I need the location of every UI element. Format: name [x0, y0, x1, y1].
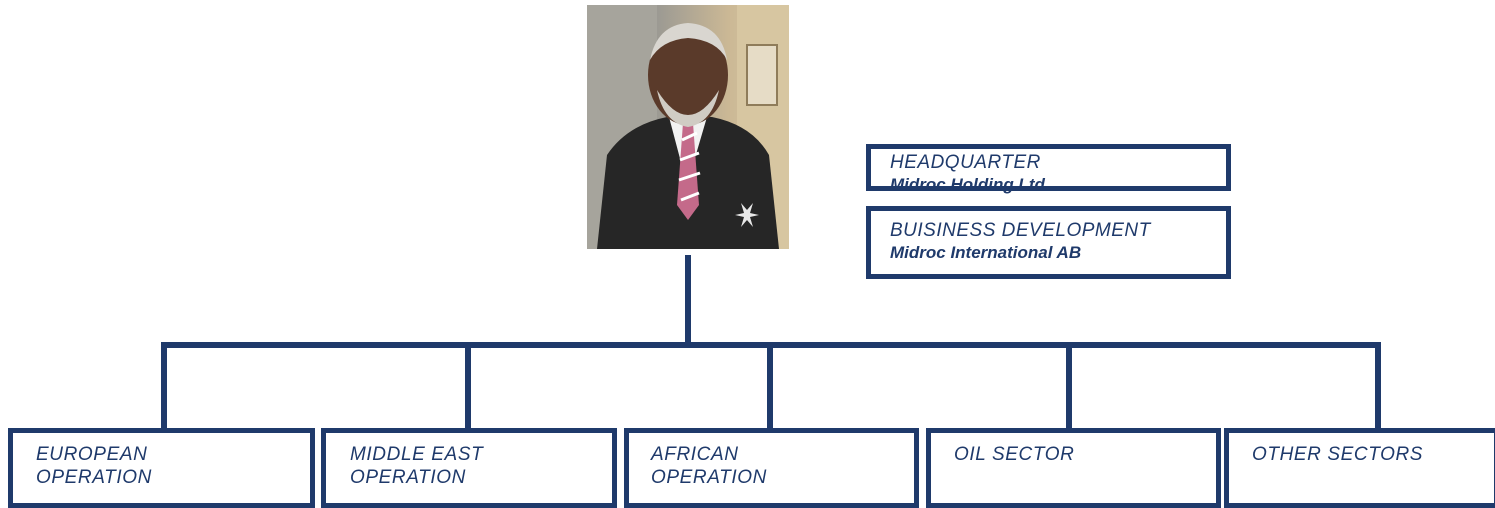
african-line1: AFRICAN: [651, 444, 739, 465]
drop-line-oil: [1066, 342, 1072, 432]
drop-line-middle-east: [465, 342, 471, 432]
business-development-subtitle: Midroc International AB: [890, 243, 1082, 262]
middle-east-line1: MIDDLE EAST: [350, 444, 484, 465]
middle-east-operation-box: MIDDLE EAST OPERATION: [321, 428, 617, 508]
other-sectors-box: OTHER SECTORS: [1224, 428, 1495, 508]
oil-sector-box: OIL SECTOR: [926, 428, 1221, 508]
headquarter-title: HEADQUARTER: [890, 152, 1041, 173]
african-operation-box: AFRICAN OPERATION: [624, 428, 919, 508]
african-line2: OPERATION: [651, 467, 767, 488]
trunk-line: [685, 255, 691, 345]
headquarter-subtitle: Midroc Holding Ltd: [890, 175, 1045, 194]
european-line2: OPERATION: [36, 467, 152, 488]
drop-line-other: [1375, 342, 1381, 432]
business-development-title: BUISINESS DEVELOPMENT: [890, 220, 1151, 241]
drop-line-african: [767, 342, 773, 432]
business-development-box: BUISINESS DEVELOPMENT Midroc Internation…: [866, 206, 1231, 279]
european-line1: EUROPEAN: [36, 444, 148, 465]
portrait-icon: [587, 5, 789, 249]
oil-sector-line1: OIL SECTOR: [954, 444, 1075, 465]
european-operation-box: EUROPEAN OPERATION: [8, 428, 315, 508]
middle-east-line2: OPERATION: [350, 467, 466, 488]
portrait-photo: [587, 5, 789, 249]
drop-line-european: [161, 342, 167, 432]
headquarter-box: HEADQUARTER Midroc Holding Ltd: [866, 144, 1231, 194]
other-sectors-line1: OTHER SECTORS: [1252, 444, 1424, 465]
